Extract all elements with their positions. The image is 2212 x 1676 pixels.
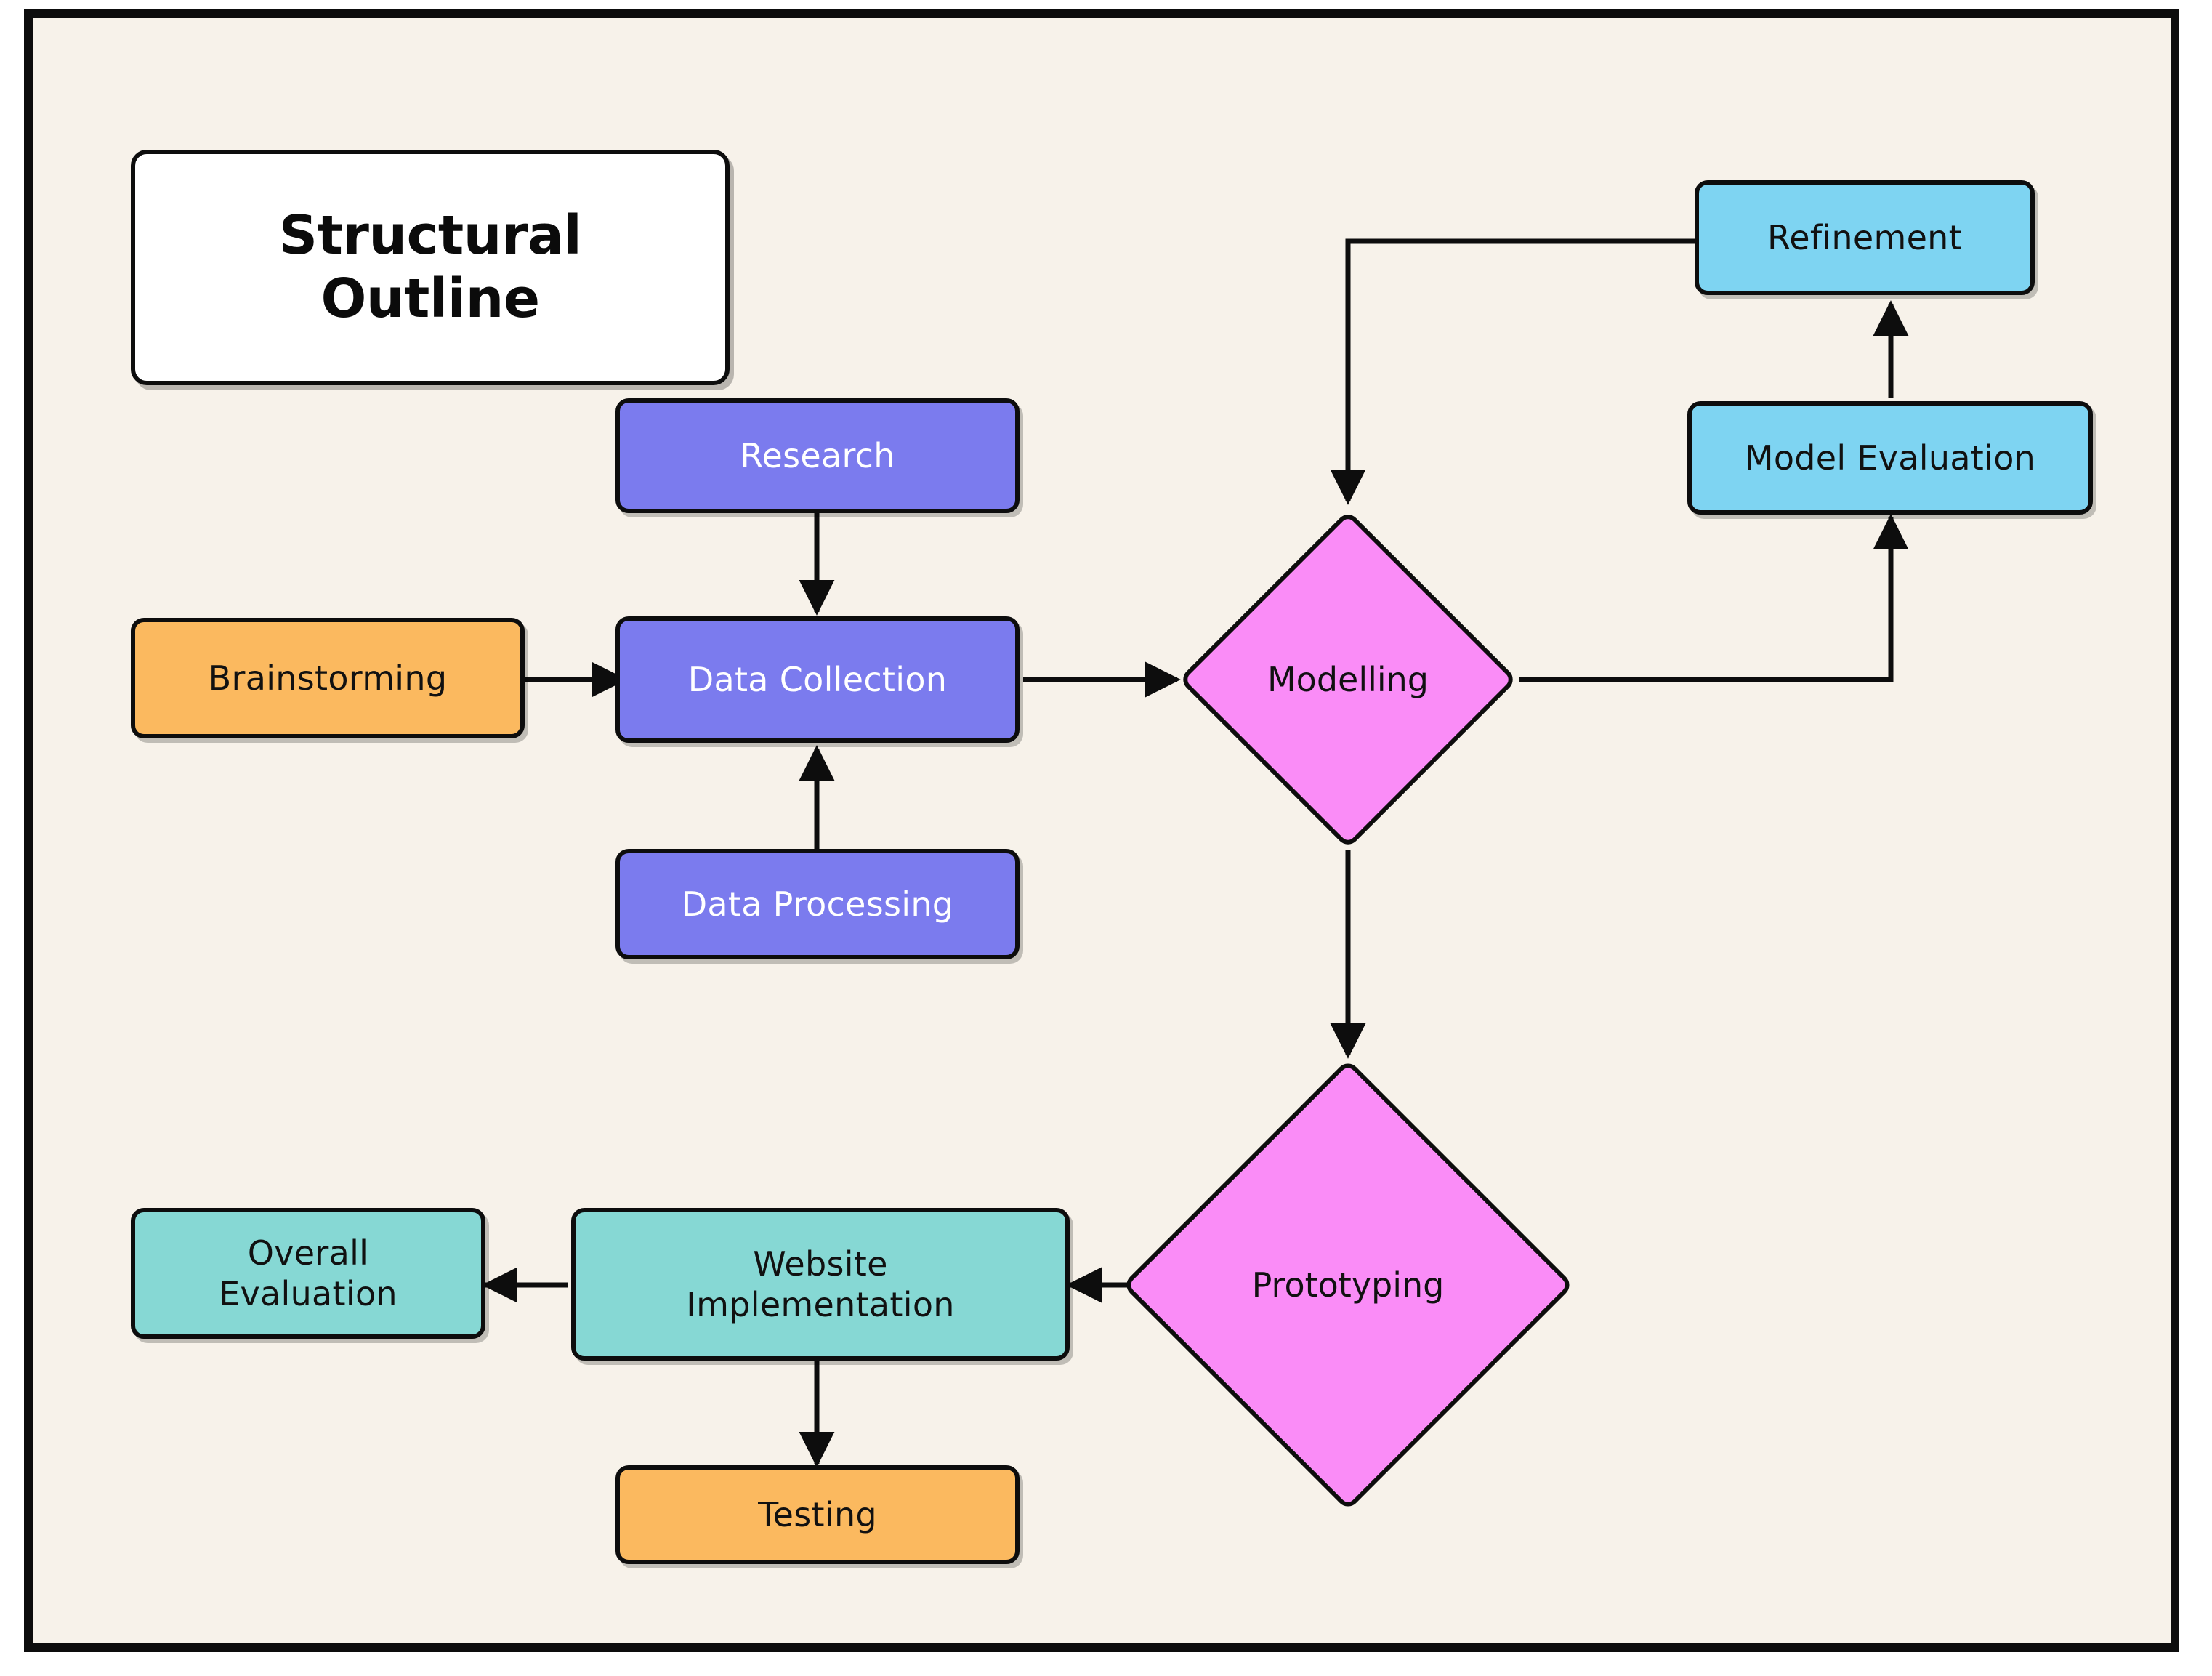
node-label-model-evaluation: Model Evaluation [1744,438,2036,478]
node-prototyping[interactable]: Prototyping [1121,1058,1575,1512]
node-label-overall-evaluation-line-1: Overall [247,1233,369,1273]
node-label-modelling: Modelling [1267,660,1429,699]
title-card: Structural Outline [131,150,730,385]
node-research[interactable]: Research [615,398,1020,513]
node-refinement[interactable]: Refinement [1695,180,2035,295]
node-model-evaluation[interactable]: Model Evaluation [1687,401,2093,515]
node-label-prototyping: Prototyping [1251,1265,1445,1305]
node-label-data-processing: Data Processing [681,884,954,924]
node-brainstorming[interactable]: Brainstorming [131,618,525,738]
node-data-processing[interactable]: Data Processing [615,849,1020,959]
node-label-research: Research [740,435,895,475]
node-label-brainstorming: Brainstorming [208,658,448,698]
node-website-implementation[interactable]: Website Implementation [571,1208,1070,1361]
node-modelling[interactable]: Modelling [1178,509,1518,850]
node-overall-evaluation[interactable]: Overall Evaluation [131,1208,485,1339]
node-label-website-implementation-line-1: Website [753,1244,888,1284]
node-label-data-collection: Data Collection [687,659,948,699]
node-label-refinement: Refinement [1767,217,1962,257]
node-testing[interactable]: Testing [615,1465,1020,1564]
node-label-overall-evaluation-line-2: Evaluation [219,1274,397,1313]
node-label-testing: Testing [758,1494,877,1534]
title-line-2: Outline [320,267,540,330]
node-label-website-implementation-line-2: Implementation [686,1285,955,1324]
title-line-1: Structural [278,204,582,267]
page-title: Structural Outline [279,204,582,331]
node-data-collection[interactable]: Data Collection [615,616,1020,743]
